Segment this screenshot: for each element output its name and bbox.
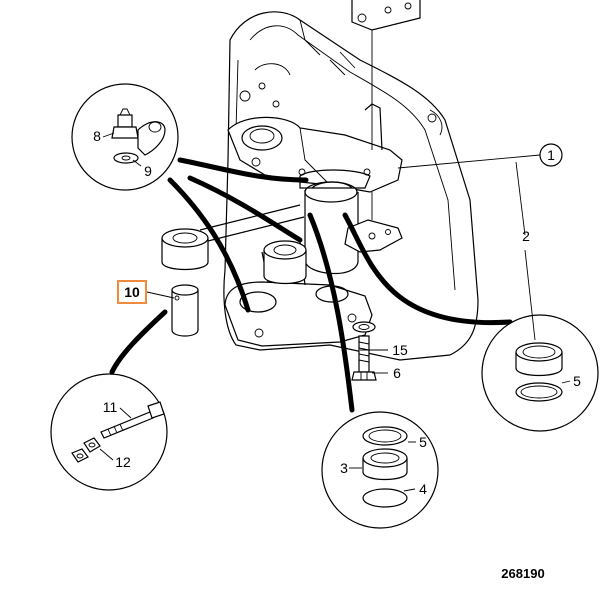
callout-seal-stack <box>321 411 439 529</box>
bolt-6 <box>351 321 377 381</box>
label-item-4[interactable]: 4 <box>419 481 427 497</box>
callout-bush-ring <box>481 314 599 432</box>
callout-bolt-nuts <box>50 373 168 491</box>
leader-bands <box>109 157 513 413</box>
label-item-3[interactable]: 3 <box>340 460 348 476</box>
pin-10 <box>171 284 199 337</box>
label-item-9[interactable]: 9 <box>144 163 152 179</box>
bush-left <box>161 228 209 271</box>
label-item-15[interactable]: 15 <box>392 342 408 358</box>
label-item-2[interactable]: 2 <box>522 228 530 244</box>
main-housing <box>223 0 479 361</box>
label-item-5-bush-ring[interactable]: 5 <box>573 373 581 389</box>
label-item-10[interactable]: 10 <box>124 284 140 300</box>
label-item-6[interactable]: 6 <box>393 365 401 381</box>
item-1-circle-marker <box>539 143 563 167</box>
bush-center <box>263 240 307 285</box>
label-item-12[interactable]: 12 <box>115 454 131 470</box>
leaders-1-2 <box>146 154 541 374</box>
item-10-highlight-box <box>117 280 147 304</box>
label-item-5-seal-stack[interactable]: 5 <box>419 434 427 450</box>
part-labels: 1 2 3 4 5 5 6 8 9 11 12 15 10 <box>93 128 581 497</box>
label-item-8[interactable]: 8 <box>93 128 101 144</box>
callout-grease-nipple <box>71 83 179 191</box>
cross-shaft <box>199 204 305 243</box>
label-item-11[interactable]: 11 <box>103 399 118 415</box>
drawing-reference-number: 268190 <box>501 566 544 581</box>
label-item-1[interactable]: 1 <box>547 147 555 163</box>
